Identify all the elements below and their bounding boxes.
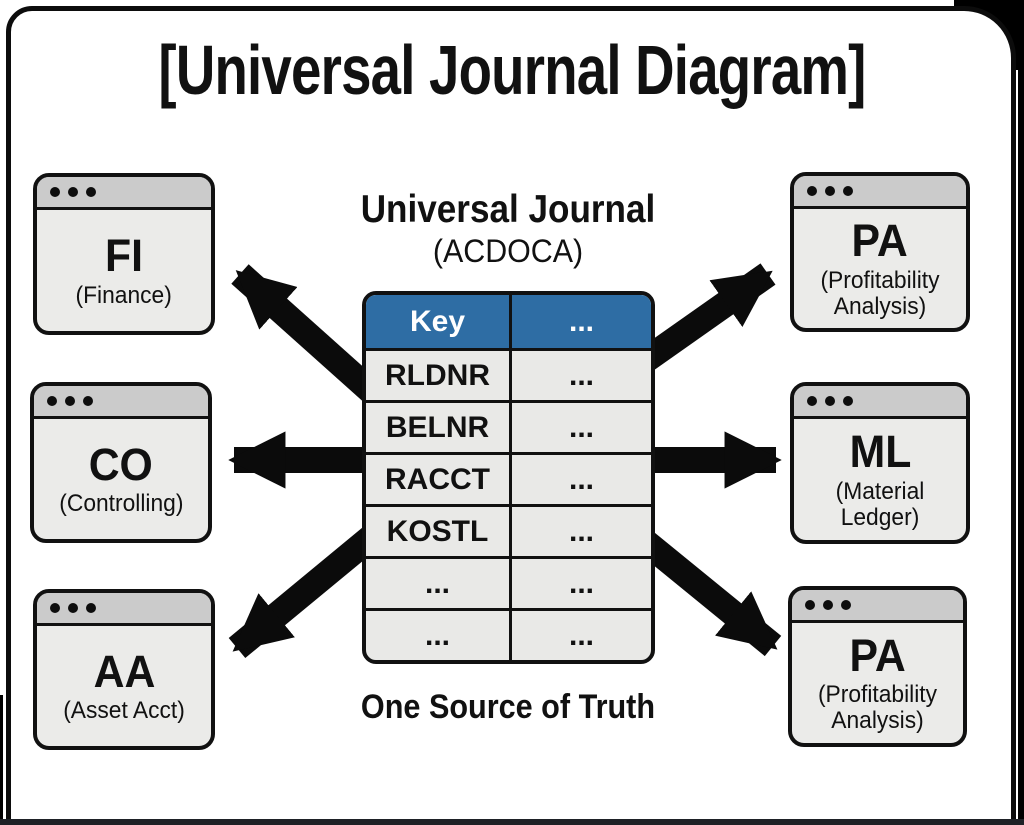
diagram-title: [Universal Journal Diagram]: [158, 31, 866, 109]
table-cell-key: RACCT: [366, 455, 512, 504]
window-dot-icon: [807, 396, 817, 406]
table-cell-value: ...: [568, 514, 594, 548]
table-row: BELNR ...: [366, 400, 651, 452]
pa-bottom-module-window: PA (Profitability Analysis): [788, 586, 967, 747]
module-label: (Controlling): [58, 490, 184, 518]
window-dot-icon: [86, 187, 96, 197]
table-row: ... ...: [366, 608, 651, 660]
module-code: FI: [105, 230, 143, 282]
table-cell-value: ...: [568, 618, 594, 652]
pa-top-module-window: PA (Profitability Analysis): [790, 172, 970, 332]
module-code: AA: [93, 645, 155, 697]
table-header-row: Key ...: [366, 295, 651, 348]
table-row: RACCT ...: [366, 452, 651, 504]
table-row: RLDNR ...: [366, 348, 651, 400]
window-body: ML (Material Ledger): [794, 419, 966, 540]
table-cell-value: ...: [568, 462, 594, 496]
window-dot-icon: [805, 600, 815, 610]
window-dot-icon: [825, 186, 835, 196]
fi-module-window: FI (Finance): [33, 173, 215, 335]
window-dot-icon: [83, 396, 93, 406]
window-titlebar: [37, 593, 211, 626]
window-body: CO (Controlling): [34, 419, 208, 539]
window-body: PA (Profitability Analysis): [792, 623, 963, 743]
window-dot-icon: [50, 603, 60, 613]
window-dot-icon: [50, 187, 60, 197]
window-titlebar: [794, 176, 966, 209]
table-row: KOSTL ...: [366, 504, 651, 556]
table-cell-value: ...: [568, 358, 594, 392]
universal-journal-heading: Universal Journal: [360, 188, 656, 231]
table-cell-value: ...: [568, 410, 594, 444]
window-dot-icon: [68, 187, 78, 197]
table-cell-value: ...: [568, 566, 594, 600]
module-code: CO: [88, 438, 154, 490]
page-edge-left: [0, 695, 3, 825]
window-body: PA (Profitability Analysis): [794, 209, 966, 328]
acdoca-subheading: (ACDOCA): [432, 233, 584, 269]
module-code: PA: [849, 629, 906, 681]
aa-module-window: AA (Asset Acct): [33, 589, 215, 750]
window-dot-icon: [68, 603, 78, 613]
window-dot-icon: [65, 396, 75, 406]
table-cell-key: BELNR: [366, 403, 512, 452]
window-body: AA (Asset Acct): [37, 626, 211, 746]
page-edge-right: [1018, 0, 1024, 825]
window-dot-icon: [807, 186, 817, 196]
module-label: (Profitability Analysis): [817, 681, 938, 735]
module-label: (Material Ledger): [835, 477, 925, 531]
window-dot-icon: [823, 600, 833, 610]
module-code: PA: [851, 215, 909, 267]
window-dot-icon: [843, 186, 853, 196]
table-row: ... ...: [366, 556, 651, 608]
page-edge-bottom: [0, 819, 1024, 825]
window-body: FI (Finance): [37, 210, 211, 331]
window-dot-icon: [843, 396, 853, 406]
table-header-key: Key: [366, 295, 512, 348]
co-module-window: CO (Controlling): [30, 382, 212, 543]
window-dot-icon: [841, 600, 851, 610]
acdoca-table: Key ... RLDNR ... BELNR ... RACCT ... KO…: [362, 291, 655, 664]
ml-module-window: ML (Material Ledger): [790, 382, 970, 544]
table-cell-key: RLDNR: [366, 351, 512, 400]
module-code: ML: [849, 426, 911, 478]
window-titlebar: [37, 177, 211, 210]
window-dot-icon: [86, 603, 96, 613]
module-label: (Asset Acct): [63, 697, 185, 725]
table-cell-key: ...: [366, 611, 512, 660]
module-label: (Finance): [75, 281, 173, 309]
table-cell-key: ...: [366, 559, 512, 608]
table-header-ellipsis: ...: [568, 304, 594, 338]
window-titlebar: [792, 590, 963, 623]
window-dot-icon: [825, 396, 835, 406]
table-cell-key: KOSTL: [366, 507, 512, 556]
window-dot-icon: [47, 396, 57, 406]
one-source-of-truth-caption: One Source of Truth: [360, 688, 656, 726]
module-label: (Profitability Analysis): [820, 266, 940, 320]
window-titlebar: [794, 386, 966, 419]
window-titlebar: [34, 386, 208, 419]
